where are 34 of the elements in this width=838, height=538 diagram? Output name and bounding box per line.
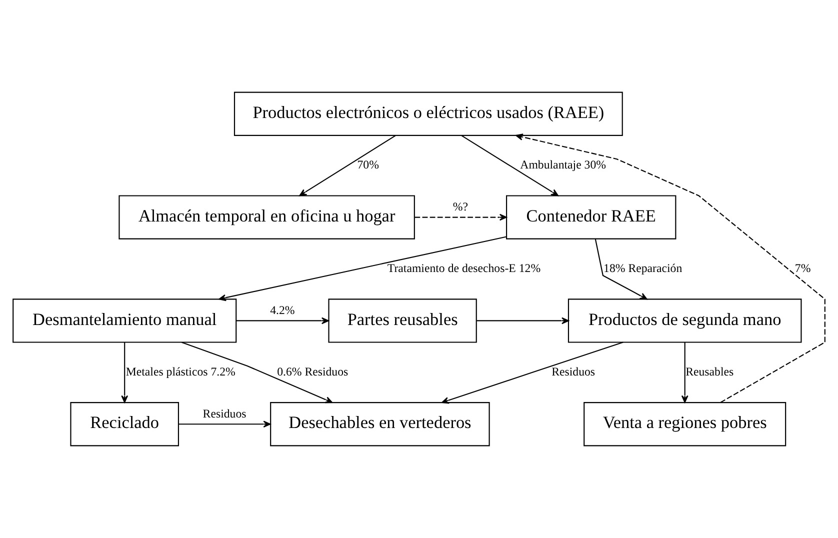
node-box: Reciclado [70, 402, 180, 446]
arrow [218, 236, 506, 302]
arrow [476, 317, 569, 324]
arrow [236, 317, 329, 324]
edge-label: 18% Reparación [604, 261, 682, 276]
edge-label: %? [452, 200, 468, 214]
edge-label: 4.2% [270, 303, 295, 318]
arrow [121, 342, 128, 403]
node-box: Contenedor RAEE [506, 195, 676, 240]
arrow [681, 342, 688, 403]
edge-label: 70% [357, 158, 379, 172]
arrow [299, 134, 396, 196]
arrow [516, 134, 826, 403]
arrow [178, 420, 271, 428]
edge-label: Tratamiento de desechos-E 12% [387, 261, 541, 276]
edge-label: Ambulantaje 30% [520, 158, 606, 172]
edge-label: Reusables [686, 364, 734, 378]
node-box: Partes reusables [328, 298, 477, 343]
node-box: Venta a regiones pobres [584, 402, 786, 446]
arrow [414, 214, 507, 221]
edge-label: Residuos [202, 406, 246, 420]
edge-label: 0.6% Residuos [277, 364, 348, 378]
edge-label: Residuos [552, 364, 596, 378]
node-box: Desechables en vertederos [270, 402, 490, 446]
node-box: Almacén temporal en oficina u hogar [118, 195, 415, 240]
node-box: Productos de segunda mano [568, 298, 802, 343]
arrow [461, 134, 558, 196]
edge-label: Metales plásticos 7.2% [126, 364, 236, 378]
arrow [182, 342, 333, 404]
node-box: Desmantelamiento manual [12, 298, 237, 343]
arrow [442, 342, 624, 404]
arrow [594, 238, 648, 300]
node-box: Productos electrónicos o eléctricos usados (RAEE) [234, 92, 623, 136]
edge-label: 7% [794, 261, 811, 276]
